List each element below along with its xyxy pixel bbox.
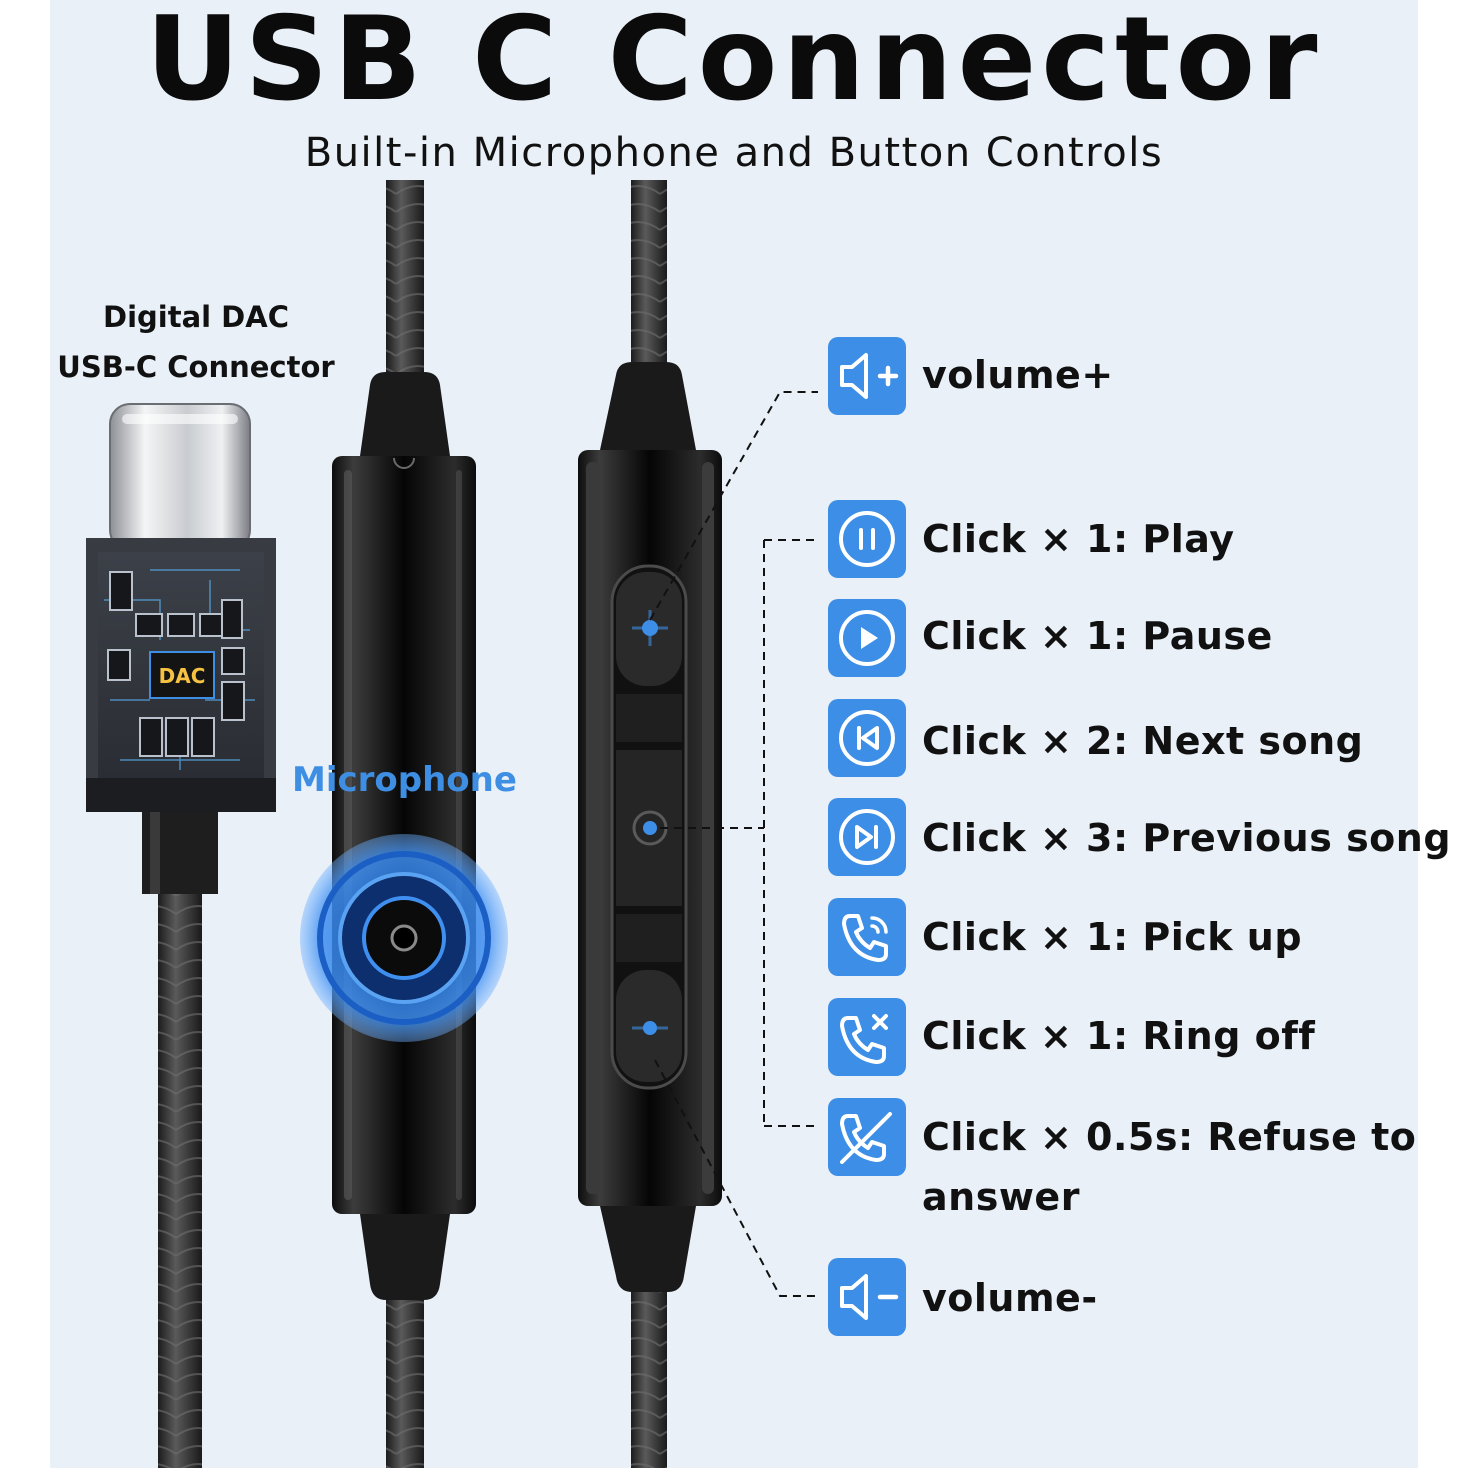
remote-cable	[600, 180, 696, 1468]
usb-c-cable	[142, 806, 218, 1468]
pause-icon	[828, 500, 906, 578]
legend-text: Click × 1: Pause	[922, 614, 1273, 658]
dac-label-line1: Digital DAC	[103, 300, 289, 334]
legend-text: Click × 1: Ring off	[922, 1014, 1316, 1058]
volume-up-icon	[828, 337, 906, 415]
phone-ringing-icon	[828, 898, 906, 976]
microphone-cable	[360, 180, 450, 1468]
remote-body	[578, 450, 722, 1206]
volume-down-icon	[828, 1258, 906, 1336]
legend-text: Click × 2: Next song	[922, 719, 1364, 763]
page-subtitle: Built-in Microphone and Button Controls	[304, 130, 1164, 176]
microphone-hole-glow	[300, 834, 508, 1042]
legend-text: Click × 1: Play	[922, 517, 1235, 561]
dac-label-line2: USB-C Connector	[57, 350, 335, 384]
page-title: USB C Connector	[145, 0, 1323, 127]
usb-c-plug	[109, 403, 251, 551]
legend-text: volume-	[922, 1276, 1098, 1320]
background-panel	[50, 0, 1418, 1468]
microphone-label: Microphone	[292, 760, 517, 800]
legend-text: Click × 3: Previous song	[922, 816, 1452, 860]
legend-text: Click × 1: Pick up	[922, 915, 1303, 959]
legend-text: Click × 0.5s: Refuse to	[922, 1115, 1417, 1159]
usb-c-housing: DAC	[86, 538, 276, 812]
phone-end-icon	[828, 998, 906, 1076]
legend-text-line2: answer	[922, 1175, 1080, 1219]
skip-back-icon	[828, 699, 906, 777]
leader-lines	[649, 391, 818, 1297]
skip-forward-icon	[828, 798, 906, 876]
legend-text: volume+	[922, 353, 1114, 397]
phone-reject-icon	[828, 1098, 906, 1176]
dac-connector-label: Digital DAC USB-C Connector	[50, 292, 342, 392]
dac-chip-label: DAC	[159, 664, 206, 688]
play-icon	[828, 599, 906, 677]
